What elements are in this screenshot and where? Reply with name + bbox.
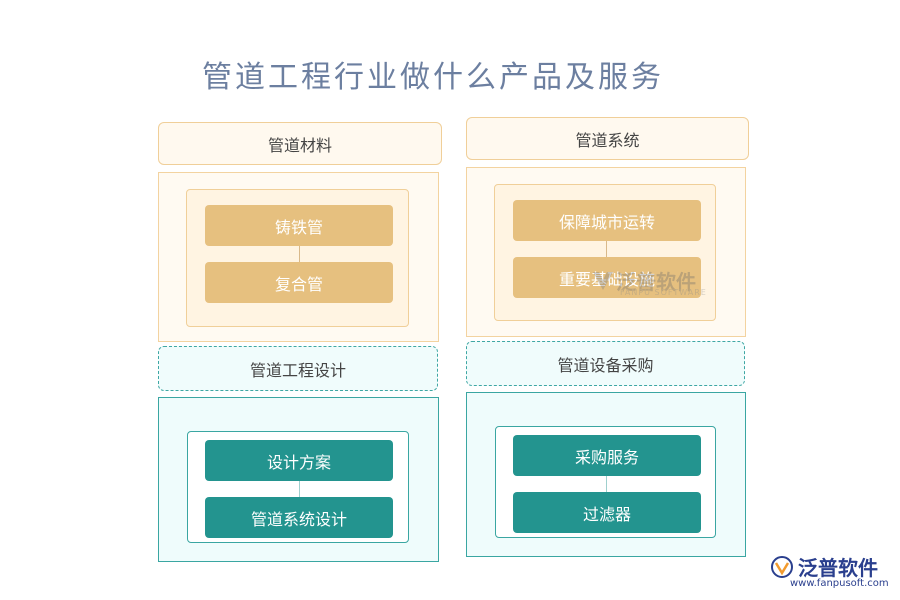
section-header-materials: 管道材料 — [158, 122, 442, 165]
connector-line — [606, 241, 607, 257]
item-box-cast-iron-pipe: 铸铁管 — [205, 205, 393, 246]
connector-line — [299, 481, 300, 497]
brand-logo-icon — [771, 555, 793, 578]
watermark-text: 泛普软件 — [616, 270, 696, 294]
connector-line — [299, 246, 300, 262]
section-header-design: 管道工程设计 — [158, 346, 438, 391]
item-box-procurement-service: 采购服务 — [513, 435, 701, 476]
item-box-infrastructure: 重要基础设施 — [513, 257, 701, 298]
item-box-city-operation: 保障城市运转 — [513, 200, 701, 241]
section-header-procurement: 管道设备采购 — [466, 341, 745, 386]
connector-line — [606, 476, 607, 492]
item-box-pipe-system-design: 管道系统设计 — [205, 497, 393, 538]
brand-name: 泛普软件 — [798, 556, 878, 580]
brand-url: www.fanpusoft.com — [790, 578, 889, 589]
section-header-systems: 管道系统 — [466, 117, 749, 160]
item-box-design-plan: 设计方案 — [205, 440, 393, 481]
item-box-filter: 过滤器 — [513, 492, 701, 533]
page-title: 管道工程行业做什么产品及服务 — [202, 60, 664, 95]
brand-logo: 泛普软件 — [770, 552, 878, 581]
watermark: 泛普软件 FANPU SOFTWARE — [590, 266, 706, 297]
watermark-subtext: FANPU SOFTWARE — [620, 288, 707, 297]
item-box-composite-pipe: 复合管 — [205, 262, 393, 303]
watermark-logo-icon — [593, 271, 613, 290]
